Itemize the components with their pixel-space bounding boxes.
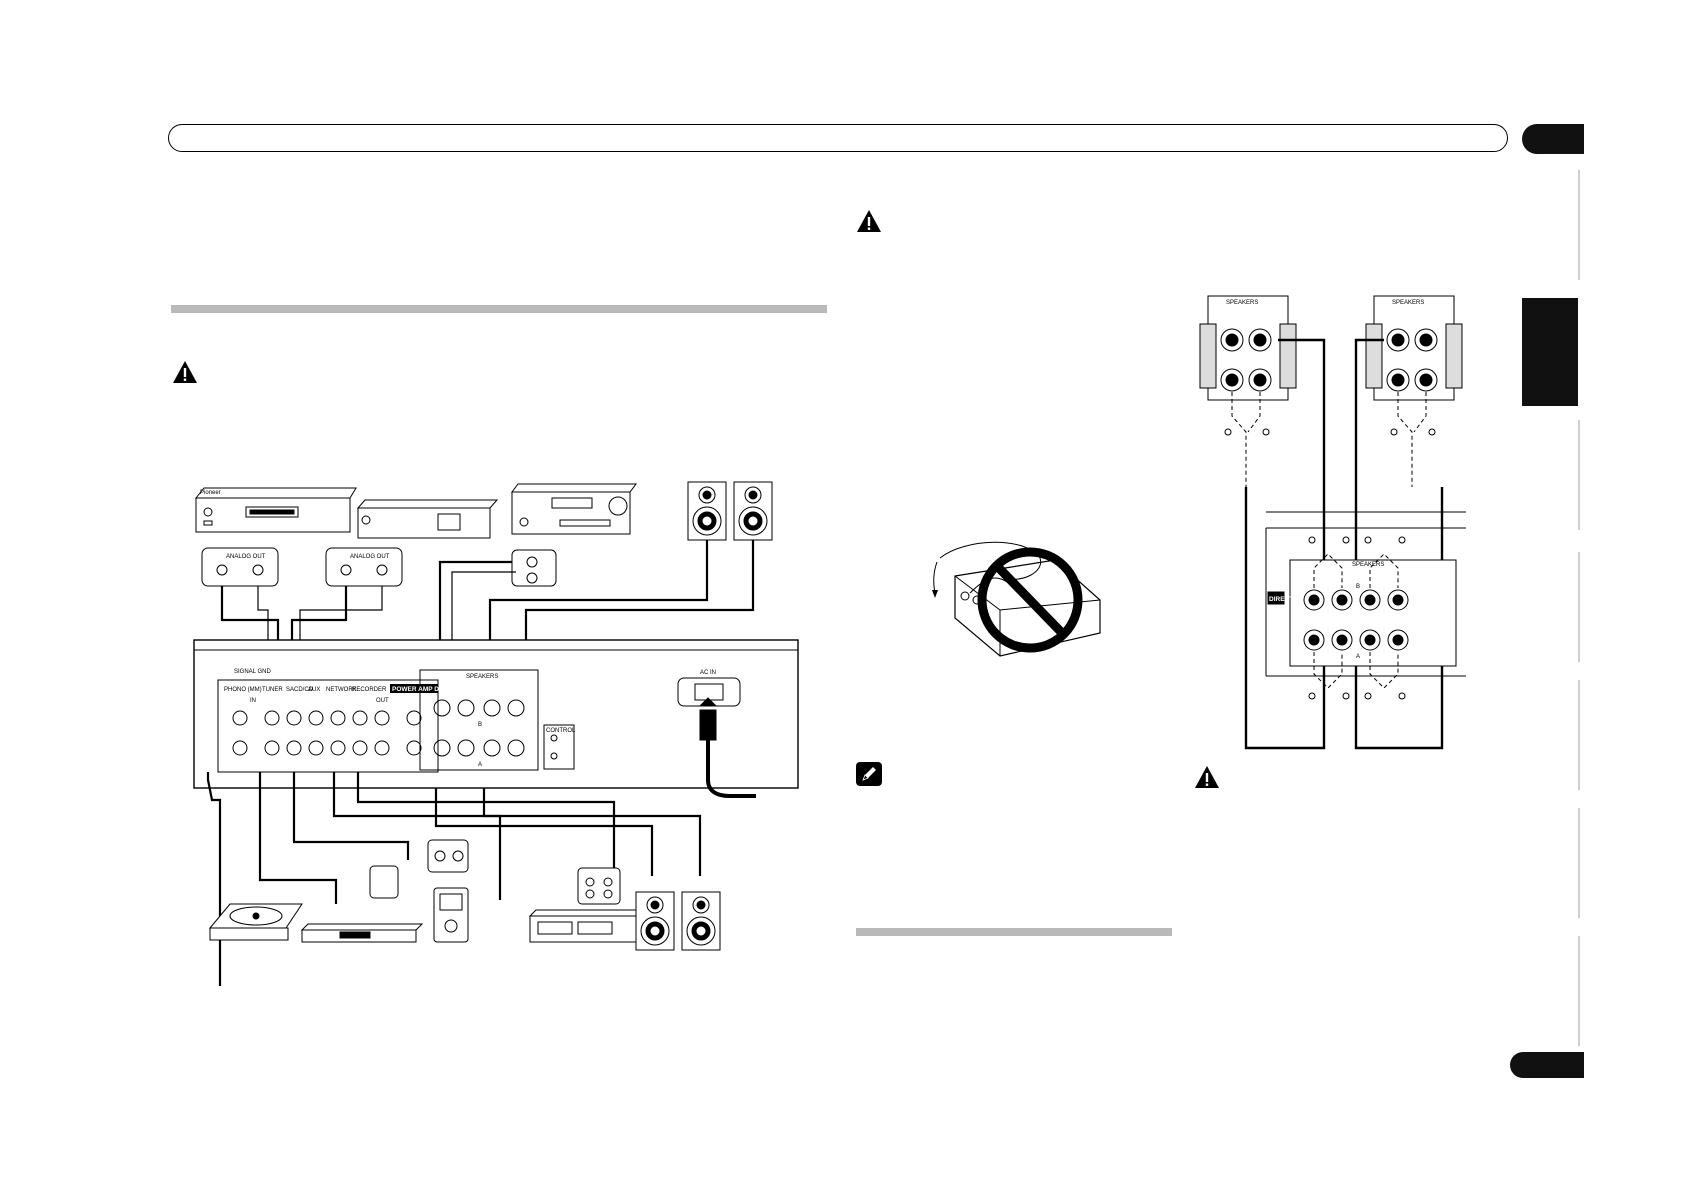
speakers-label-left: SPEAKERS <box>1226 300 1258 306</box>
ipod-dock-illustration <box>433 887 469 943</box>
side-divider <box>1578 680 1580 790</box>
side-divider <box>1578 808 1580 918</box>
warning-icon <box>173 361 197 383</box>
speaker-a-label: A <box>1356 654 1360 660</box>
av-receiver-illustration <box>511 483 637 535</box>
left-speaker-terminal-panel <box>1199 295 1297 401</box>
analog-out-label: ANALOG OUT <box>350 554 390 560</box>
tuner-label: TUNER <box>262 687 283 693</box>
speakers-label-right: SPEAKERS <box>1392 300 1424 306</box>
power-amp-direct-badge <box>390 684 438 693</box>
recorder-illustration <box>528 909 654 943</box>
speaker-b-label: B <box>478 722 482 728</box>
in-label: IN <box>250 698 256 704</box>
warning-icon <box>857 210 881 232</box>
speaker-bottom-right <box>681 891 721 951</box>
speaker-top-right <box>733 481 773 541</box>
ac-in-label: AC IN <box>700 670 716 676</box>
speaker-b-label: B <box>1356 584 1360 590</box>
prohibited-illustration <box>932 541 1101 657</box>
turntable-illustration <box>208 903 303 941</box>
section-rule <box>856 928 1172 936</box>
section-rule <box>171 305 827 313</box>
speaker-a-label: A <box>478 762 482 768</box>
tuner-illustration <box>300 923 424 943</box>
speakers-label-amp: SPEAKERS <box>1352 562 1384 568</box>
side-divider <box>1578 936 1580 1046</box>
cd-player-illustration <box>194 487 357 533</box>
speaker-top-left <box>687 481 727 541</box>
direct-label: DIRECT <box>1269 596 1293 603</box>
phono-label: PHONO (MM) <box>224 687 262 693</box>
speaker-bottom-left <box>635 891 675 951</box>
bi-wiring-diagram: SPEAKERS SPEAKERS SPEAKERS A B DIRECT <box>1199 295 1466 750</box>
power-amp-direct-label: POWER AMP DIRECT <box>392 686 458 693</box>
aux-label: AUX <box>308 687 320 693</box>
control-label: CONTROL <box>546 728 576 734</box>
side-divider <box>1578 420 1580 530</box>
chapter-tab <box>1522 124 1584 154</box>
speakers-label: SPEAKERS <box>466 674 498 680</box>
warning-icon <box>1195 766 1219 788</box>
amplifier-rear-panel <box>193 639 799 798</box>
out-label: OUT <box>376 698 389 704</box>
right-speaker-terminal-panel <box>1365 295 1463 401</box>
header-bar <box>168 124 1508 152</box>
note-pencil-icon <box>856 762 882 786</box>
network-label: NETWORK <box>326 687 357 693</box>
page-number-tab <box>1510 1052 1584 1078</box>
brand-label: Pioneer <box>200 490 221 496</box>
language-tab <box>1522 298 1578 406</box>
analog-out-label: ANALOG OUT <box>226 554 266 560</box>
prohibited-icon <box>977 547 1083 653</box>
cd-label: SACD/CD <box>286 687 314 693</box>
signal-gnd-label: SIGNAL GND <box>234 669 271 675</box>
side-divider <box>1578 552 1580 662</box>
network-player-illustration <box>356 499 499 539</box>
connection-diagram: ANALOG OUT ANALOG OUT SIGNAL GND PHONO (… <box>193 481 799 986</box>
recorder-label: RECORDER <box>352 687 387 693</box>
side-divider <box>1578 170 1580 280</box>
